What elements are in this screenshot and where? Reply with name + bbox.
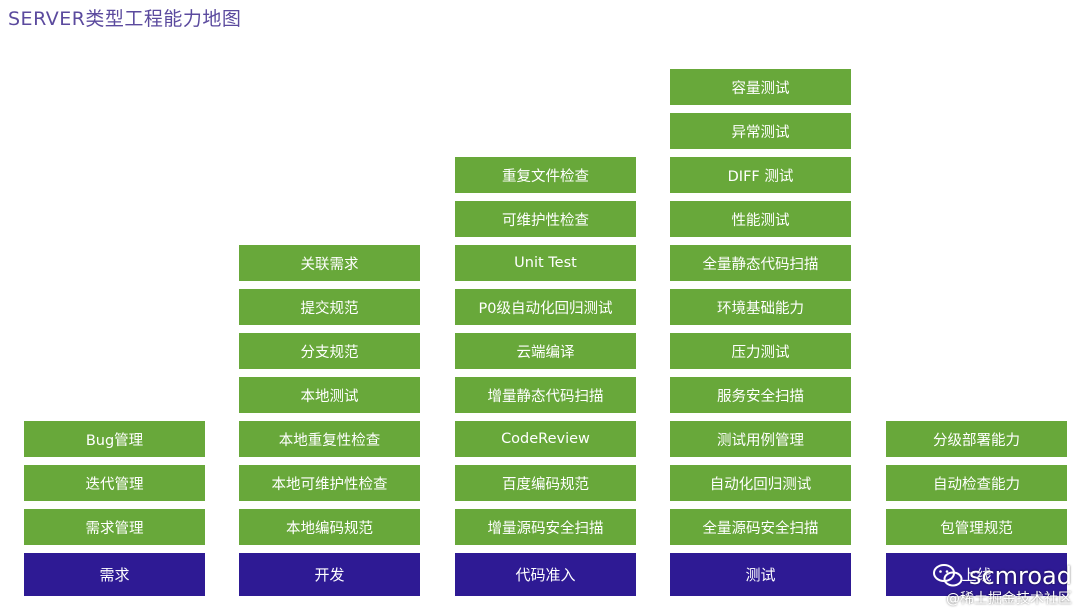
capability-item: 云端编译 <box>455 333 636 369</box>
capability-item: 本地编码规范 <box>239 509 420 545</box>
capability-item: 分级部署能力 <box>886 421 1067 457</box>
capability-item: 服务安全扫描 <box>670 377 851 413</box>
capability-item: Unit Test <box>455 245 636 281</box>
column-header-testing: 测试 <box>670 553 851 596</box>
column-header-requirements: 需求 <box>24 553 205 596</box>
capability-item: DIFF 测试 <box>670 157 851 193</box>
capability-item: 增量源码安全扫描 <box>455 509 636 545</box>
capability-item: 全量源码安全扫描 <box>670 509 851 545</box>
column-requirements: 需求 需求管理 迭代管理 Bug管理 <box>24 421 205 596</box>
capability-item: 关联需求 <box>239 245 420 281</box>
column-header-release: 上线 <box>886 553 1067 596</box>
capability-item: 包管理规范 <box>886 509 1067 545</box>
column-development: 开发 本地编码规范 本地可维护性检查 本地重复性检查 本地测试 分支规范 提交规… <box>239 245 420 596</box>
capability-item: 容量测试 <box>670 69 851 105</box>
capability-item: 自动化回归测试 <box>670 465 851 501</box>
capability-item: 测试用例管理 <box>670 421 851 457</box>
column-release: 上线 包管理规范 自动检查能力 分级部署能力 <box>886 421 1067 596</box>
capability-item: 本地可维护性检查 <box>239 465 420 501</box>
capability-item: 自动检查能力 <box>886 465 1067 501</box>
capability-item: 百度编码规范 <box>455 465 636 501</box>
capability-item: 本地测试 <box>239 377 420 413</box>
column-code-admission: 代码准入 增量源码安全扫描 百度编码规范 CodeReview 增量静态代码扫描… <box>455 157 636 596</box>
capability-item: 全量静态代码扫描 <box>670 245 851 281</box>
column-header-development: 开发 <box>239 553 420 596</box>
column-testing: 测试 全量源码安全扫描 自动化回归测试 测试用例管理 服务安全扫描 压力测试 环… <box>670 69 851 596</box>
capability-item: 可维护性检查 <box>455 201 636 237</box>
item-list-release: 包管理规范 自动检查能力 分级部署能力 <box>886 421 1067 545</box>
capability-item: 异常测试 <box>670 113 851 149</box>
capability-item: CodeReview <box>455 421 636 457</box>
capability-item: 增量静态代码扫描 <box>455 377 636 413</box>
capability-item: 提交规范 <box>239 289 420 325</box>
item-list-testing: 全量源码安全扫描 自动化回归测试 测试用例管理 服务安全扫描 压力测试 环境基础… <box>670 69 851 545</box>
capability-item: 性能测试 <box>670 201 851 237</box>
page-title: SERVER类型工程能力地图 <box>8 8 242 30</box>
capability-item: 环境基础能力 <box>670 289 851 325</box>
capability-item: Bug管理 <box>24 421 205 457</box>
capability-item: 需求管理 <box>24 509 205 545</box>
capability-item: 重复文件检查 <box>455 157 636 193</box>
capability-item: 迭代管理 <box>24 465 205 501</box>
capability-item: 本地重复性检查 <box>239 421 420 457</box>
item-list-development: 本地编码规范 本地可维护性检查 本地重复性检查 本地测试 分支规范 提交规范 关… <box>239 245 420 545</box>
capability-item: P0级自动化回归测试 <box>455 289 636 325</box>
capability-item: 压力测试 <box>670 333 851 369</box>
item-list-code-admission: 增量源码安全扫描 百度编码规范 CodeReview 增量静态代码扫描 云端编译… <box>455 157 636 545</box>
item-list-requirements: 需求管理 迭代管理 Bug管理 <box>24 421 205 545</box>
capability-item: 分支规范 <box>239 333 420 369</box>
column-header-code-admission: 代码准入 <box>455 553 636 596</box>
